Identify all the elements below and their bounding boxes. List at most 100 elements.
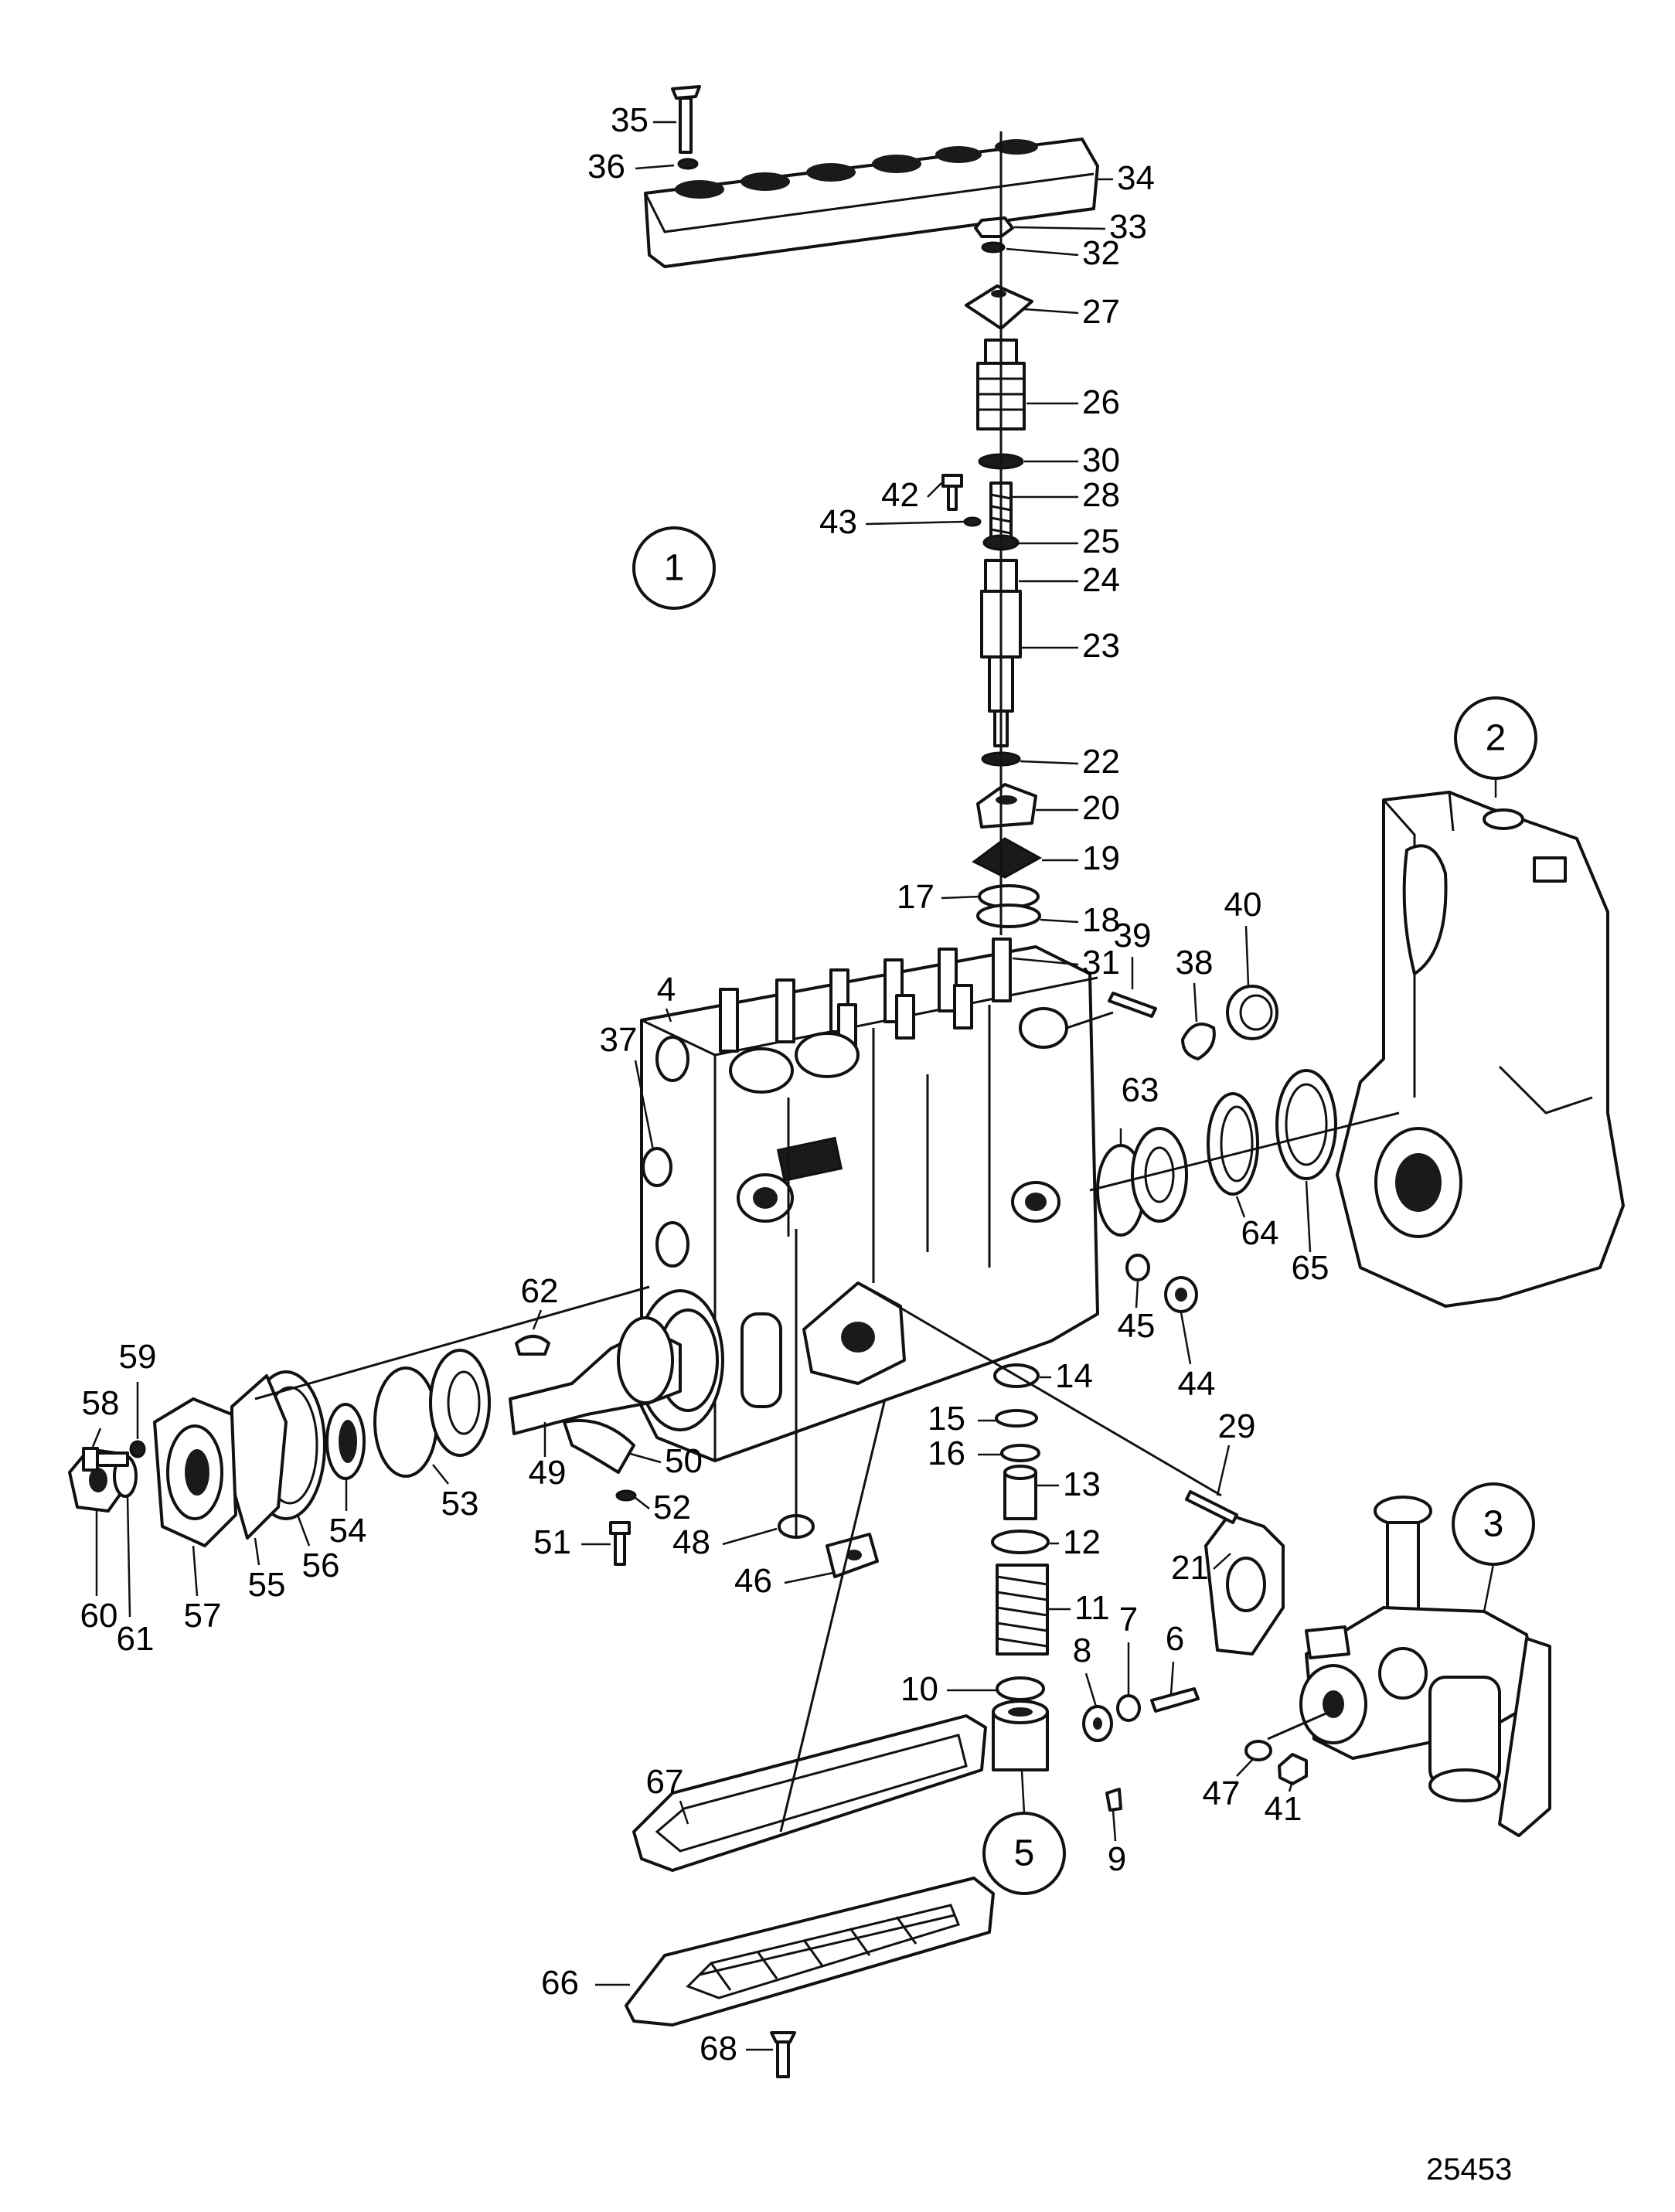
leader-line: [1236, 1758, 1255, 1777]
part-bushing-7: [1116, 1694, 1141, 1722]
part-callout-54: 54: [329, 1512, 367, 1550]
part-bolt-29: [1185, 1490, 1238, 1524]
drawing-reference-number: 25453: [1426, 2152, 1512, 2186]
part-callout-31: 31: [1082, 944, 1120, 982]
part-plate-19: [972, 837, 1043, 879]
part-ring-64: [1207, 1092, 1259, 1196]
part-callout-44: 44: [1178, 1365, 1216, 1403]
part-flange-27: [965, 284, 1033, 330]
part-callout-14: 14: [1055, 1357, 1093, 1395]
group-labels: 12 3 5: [632, 526, 1537, 1895]
part-callout-38: 38: [1176, 944, 1214, 982]
part-callout-59: 59: [119, 1338, 157, 1376]
part-seal-54: [325, 1403, 366, 1480]
part-callout-39: 39: [1114, 917, 1152, 955]
part-callout-6: 6: [1166, 1620, 1184, 1658]
group-circle-1: [632, 526, 716, 610]
part-governor-housing: [1336, 791, 1625, 1308]
leader-line: [635, 164, 675, 170]
leader-line: [784, 1571, 834, 1584]
group-label-3: 3: [1483, 1504, 1504, 1545]
part-callout-46: 46: [734, 1562, 772, 1600]
part-callout-29: 29: [1218, 1407, 1256, 1445]
part-pin-9: [1105, 1788, 1122, 1812]
part-callout-42: 42: [881, 476, 919, 514]
part-screw-42: [941, 474, 982, 527]
part-bearing-53: [373, 1349, 491, 1478]
leader-line: [941, 895, 981, 900]
part-callout-57: 57: [184, 1597, 222, 1635]
leader-line: [1288, 1781, 1294, 1792]
leader-lines: [91, 121, 1312, 2051]
part-screw-35: [671, 85, 701, 170]
leader-line: [1012, 957, 1079, 966]
part-gasket-67: [632, 1714, 987, 1872]
part-callout-60: 60: [80, 1597, 118, 1635]
part-screw-68: [770, 2031, 796, 2078]
leader-line: [627, 1451, 662, 1464]
part-key-62: [515, 1335, 550, 1356]
part-callout-52: 52: [653, 1489, 691, 1526]
part-cover-plate: [644, 138, 1099, 268]
part-cover-66: [625, 1877, 995, 2027]
part-feed-pump: [1299, 1496, 1551, 1837]
part-callout-66: 66: [541, 1964, 579, 2002]
part-callout-26: 26: [1082, 383, 1120, 421]
part-callout-16: 16: [928, 1434, 965, 1472]
part-callout-21: 21: [1171, 1549, 1209, 1587]
group-label-2: 2: [1486, 718, 1506, 759]
part-callout-12: 12: [1063, 1523, 1101, 1561]
part-sleeve-13: [1003, 1465, 1037, 1520]
part-shim-50: [563, 1419, 635, 1474]
part-callout-63: 63: [1122, 1071, 1159, 1109]
part-callout-40: 40: [1224, 886, 1262, 924]
part-callout-34: 34: [1117, 159, 1155, 197]
part-callout-62: 62: [521, 1272, 559, 1310]
part-callout-7: 7: [1119, 1601, 1138, 1639]
part-callout-55: 55: [248, 1566, 286, 1604]
part-callout-49: 49: [529, 1454, 567, 1492]
part-callout-24: 24: [1082, 561, 1120, 599]
part-hub-63: [1096, 1127, 1188, 1237]
part-callout-67: 67: [646, 1763, 684, 1801]
group-circle-2: [1454, 696, 1537, 780]
part-screw-58: [82, 1447, 129, 1472]
part-nut-33: [974, 216, 1014, 254]
part-callout-13: 13: [1063, 1465, 1101, 1503]
leader-line: [192, 1545, 199, 1597]
leader-line: [634, 1060, 655, 1151]
group-circle-3: [1452, 1482, 1535, 1566]
leader-line: [126, 1496, 131, 1618]
leader-line: [865, 520, 965, 526]
leader-line: [532, 1309, 543, 1330]
part-callout-19: 19: [1082, 839, 1120, 877]
group-circle-5: [982, 1812, 1066, 1895]
part-callout-30: 30: [1082, 441, 1120, 479]
leader-line: [1013, 226, 1106, 230]
part-callout-15: 15: [928, 1400, 965, 1438]
part-callout-48: 48: [672, 1523, 710, 1561]
part-callout-47: 47: [1203, 1775, 1241, 1812]
group-label-5: 5: [1014, 1833, 1035, 1874]
group-leader-line: [1020, 1771, 1026, 1814]
part-callout-35: 35: [611, 101, 649, 139]
leader-line: [1180, 1312, 1192, 1365]
part-callout-25: 25: [1082, 522, 1120, 560]
part-washer-52: [615, 1489, 637, 1502]
part-ring-18: [976, 904, 1041, 928]
part-callout-28: 28: [1082, 476, 1120, 514]
leader-line: [1193, 982, 1198, 1023]
leader-line: [254, 1537, 260, 1566]
part-callout-53: 53: [441, 1485, 479, 1523]
leader-line: [665, 1008, 672, 1023]
part-callout-22: 22: [1082, 743, 1120, 781]
leader-line: [722, 1527, 778, 1546]
part-seat-10: [996, 1676, 1045, 1701]
part-washer-59: [129, 1440, 146, 1458]
part-spring-11: [996, 1564, 1049, 1656]
part-callout-11: 11: [1074, 1589, 1110, 1627]
part-washer-45: [1125, 1254, 1150, 1281]
part-sleeve-20: [976, 783, 1037, 829]
part-callout-10: 10: [900, 1670, 938, 1708]
